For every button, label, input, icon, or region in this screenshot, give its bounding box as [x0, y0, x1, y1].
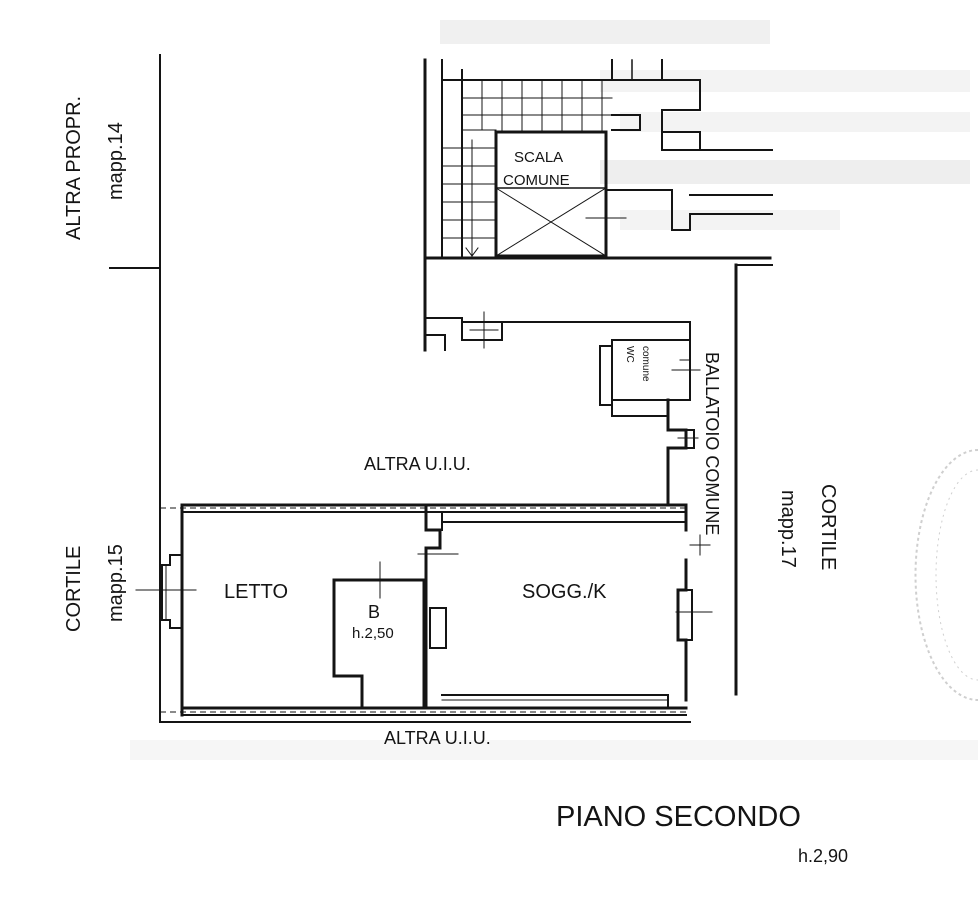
- label-altra-propr: ALTRA PROPR.: [63, 96, 85, 240]
- label-bagno: B: [368, 602, 380, 622]
- labels: ALTRA PROPR. mapp.14 SCALA COMUNE WC com…: [63, 96, 848, 866]
- label-letto: LETTO: [224, 581, 288, 603]
- label-cortile-left: CORTILE: [63, 546, 85, 632]
- apartment-walls: [135, 503, 690, 717]
- bottom-boundary: [159, 699, 691, 723]
- floor-title: PIANO SECONDO: [556, 801, 801, 833]
- label-mapp-17: mapp.17: [777, 490, 799, 568]
- label-cortile-right: CORTILE: [817, 484, 839, 570]
- label-ballatoio-comune: BALLATOIO COMUNE: [702, 352, 722, 535]
- floor-height: h.2,90: [798, 846, 848, 866]
- ballatoio-walls: [666, 398, 713, 702]
- label-altra-uiu-top: ALTRA U.I.U.: [364, 454, 471, 474]
- stamp-seal: [914, 449, 978, 701]
- label-bagno-height: h.2,50: [352, 625, 394, 642]
- staircase: [423, 58, 773, 260]
- right-boundary-wall: [734, 263, 773, 696]
- label-soggiorno: SOGG./K: [522, 581, 607, 603]
- bathroom: [332, 561, 426, 710]
- label-comune: COMUNE: [503, 172, 570, 189]
- corridor-walls: [423, 256, 772, 352]
- label-mapp-15: mapp.15: [105, 544, 127, 622]
- left-boundary-wall: [109, 54, 161, 723]
- label-wc: WC: [624, 346, 635, 363]
- label-wc-comune: comune: [640, 346, 651, 382]
- label-mapp-14: mapp.14: [105, 122, 127, 200]
- background-faded-text: [130, 20, 978, 760]
- label-altra-uiu-bottom: ALTRA U.I.U.: [384, 728, 491, 748]
- label-scala: SCALA: [514, 149, 563, 166]
